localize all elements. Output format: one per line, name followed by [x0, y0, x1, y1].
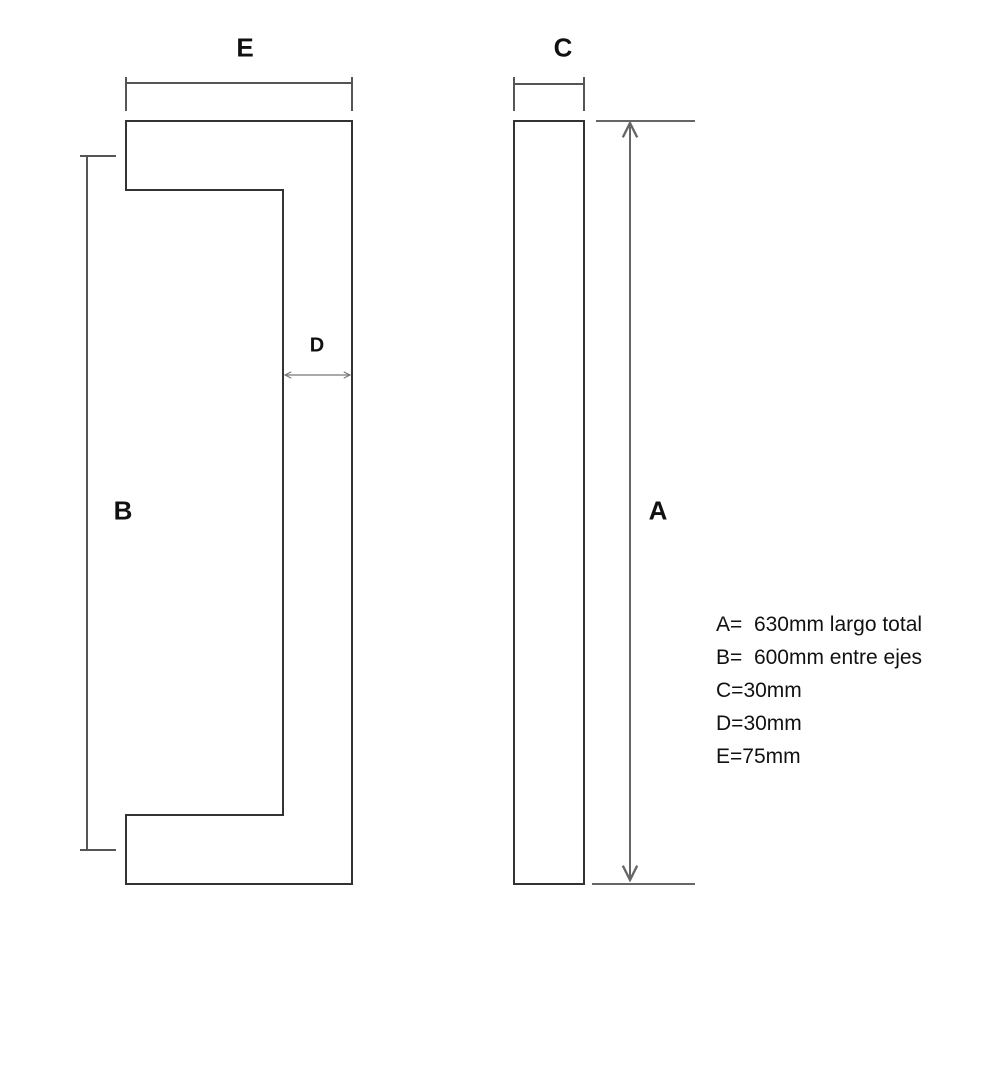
legend-value: 75mm: [742, 745, 801, 768]
legend-key: C=: [716, 679, 744, 702]
handle-side-outline: [513, 120, 585, 885]
legend-key: D=: [716, 712, 744, 735]
dimension-b: [80, 155, 116, 851]
dimension-c: [513, 77, 585, 111]
legend-value: 30mm: [743, 712, 802, 735]
label-d: D: [309, 334, 325, 357]
legend-row-a: A= 630mm largo total: [716, 608, 922, 641]
legend-value: 30mm: [743, 679, 802, 702]
label-e: E: [236, 32, 254, 63]
handle-front-outline: [125, 120, 353, 885]
legend-key: A=: [716, 613, 743, 636]
legend-key: B=: [716, 646, 743, 669]
label-a: A: [648, 495, 668, 526]
dimension-e: [125, 77, 353, 111]
label-c: C: [553, 32, 573, 63]
legend-value: 630mm largo total: [742, 613, 923, 636]
legend-row-e: E=75mm: [716, 740, 922, 773]
legend-value: 600mm entre ejes: [742, 646, 923, 669]
label-b: B: [113, 495, 133, 526]
legend-row-b: B= 600mm entre ejes: [716, 641, 922, 674]
legend-row-c: C=30mm: [716, 674, 922, 707]
legend-key: E=: [716, 745, 743, 768]
legend-row-d: D=30mm: [716, 707, 922, 740]
dimensions-legend: A= 630mm largo total B= 600mm entre ejes…: [716, 608, 922, 773]
dimension-a: [592, 120, 695, 885]
